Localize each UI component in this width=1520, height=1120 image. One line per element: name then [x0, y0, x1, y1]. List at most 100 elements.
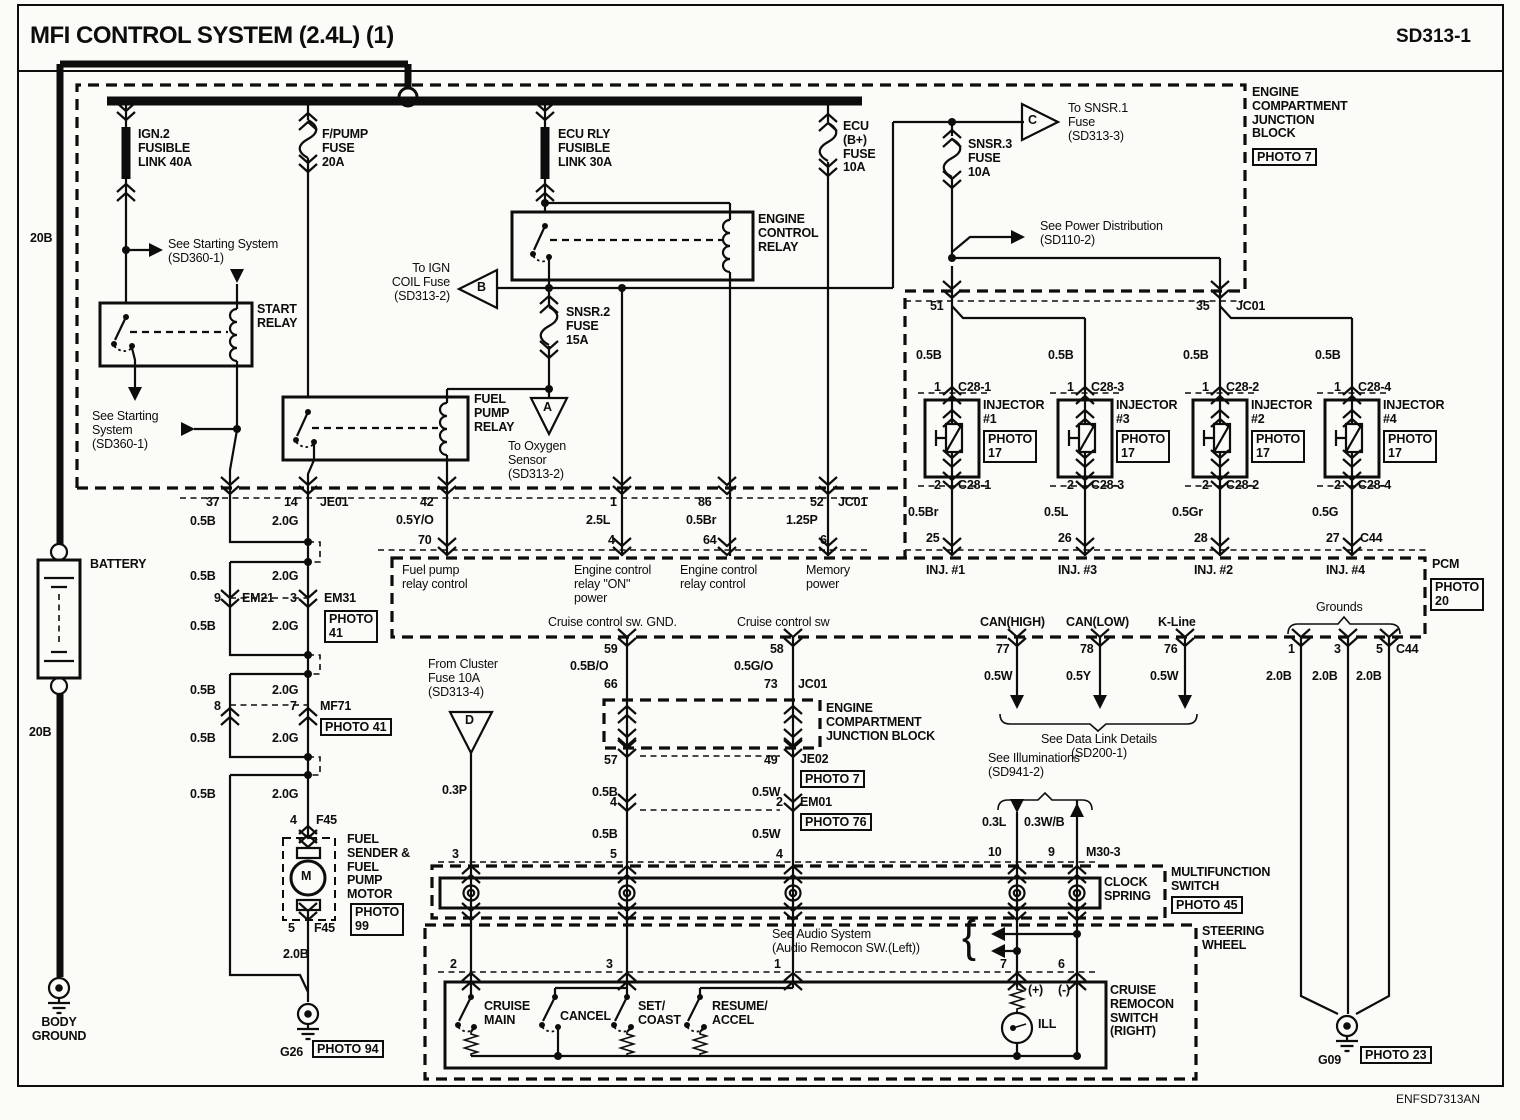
pin-label: 2	[1202, 478, 1209, 492]
photo94-badge: PHOTO 94	[312, 1040, 384, 1059]
photo17-badge: PHOTO 17	[1116, 430, 1171, 463]
pin-label: 2	[450, 957, 457, 971]
pin-label: 1	[1202, 380, 1209, 394]
clock-spring	[438, 864, 1102, 922]
lamp-icon	[1000, 1011, 1034, 1045]
engine-control-relay-label: ENGINE CONTROL RELAY	[758, 212, 819, 254]
pin-label: 2	[776, 795, 783, 809]
conn-m30-3: M30-3	[1086, 845, 1121, 859]
polarity-minus: (-)	[1058, 983, 1070, 997]
wire-label: 0.5Gr	[1172, 505, 1203, 519]
see-audio-ref: See Audio System (Audio Remocon SW.(Left…	[772, 927, 920, 955]
see-data-link-ref: See Data Link Details (SD200-1)	[1040, 732, 1157, 760]
pin-label: 27	[1326, 531, 1340, 545]
pin-label: 4	[610, 795, 617, 809]
pcm-k-line: K-Line	[1158, 615, 1196, 629]
pin-label: 1	[1288, 642, 1295, 656]
conn-em31: EM31	[324, 591, 356, 605]
fuel-sender-label: FUEL SENDER & FUEL PUMP MOTOR	[347, 832, 410, 901]
overbrace	[1287, 615, 1401, 635]
conn-c44: C44	[1360, 531, 1383, 545]
conn-label: C28-2	[1226, 380, 1260, 394]
pcm-lower-pins	[616, 615, 1401, 1053]
photo99-badge: PHOTO 99	[350, 903, 405, 936]
conn-em01: EM01	[800, 795, 832, 809]
photo41-badge: PHOTO 41	[324, 610, 379, 643]
pin-label: 8	[214, 699, 221, 713]
snsr3-fuse-label: SNSR.3 FUSE 10A	[968, 137, 1012, 179]
conn-em21: EM21	[242, 591, 274, 605]
switch-label-set-coast: SET/ COAST	[638, 999, 681, 1027]
pin-label: 5	[610, 847, 617, 861]
injector-icon	[1077, 422, 1097, 454]
conn-label: C28-2	[1226, 478, 1260, 492]
clock-spring-label: CLOCK SPRING	[1104, 875, 1151, 903]
wire-label: 0.3L	[982, 815, 1007, 829]
pin-label: 28	[1194, 531, 1208, 545]
wire-label: 0.5B	[1183, 348, 1209, 362]
wire-label: 0.5B	[190, 569, 216, 583]
wire-label: 2.0G	[272, 731, 299, 745]
injector-name: INJECTOR #2	[1251, 398, 1313, 426]
photo23-badge: PHOTO 23	[1360, 1046, 1432, 1065]
pin-label: 78	[1080, 642, 1094, 656]
conn-label: C28-3	[1091, 478, 1125, 492]
triangle-d-letter: D	[465, 713, 474, 727]
wire-20b-label: 20B	[29, 725, 52, 739]
pin-label: 64	[703, 533, 717, 547]
pin-label: 4	[776, 847, 783, 861]
multifunction-label: MULTIFUNCTION SWITCH	[1171, 865, 1271, 893]
wire-label: 2.0B	[1356, 669, 1382, 683]
pcm-fn1: Fuel pump relay control	[402, 563, 468, 591]
pin-label: 2	[1334, 478, 1341, 492]
to-oxygen-ref: To Oxygen Sensor (SD313-2)	[508, 439, 566, 481]
pin-label: 3	[1334, 642, 1341, 656]
pin-label: 73	[764, 677, 778, 691]
wire-label: 0.5G	[1312, 505, 1339, 519]
injector-icon	[1344, 422, 1364, 454]
underbrace	[999, 713, 1198, 733]
pin-label: 3	[290, 591, 297, 605]
ecu-b-fuse-label: ECU (B+) FUSE 10A	[843, 119, 876, 175]
wire-label: 0.5B	[916, 348, 942, 362]
triangle-b-letter: B	[477, 280, 486, 294]
audio-brace: {	[962, 911, 977, 962]
cruise-remocon-switch	[443, 971, 1108, 1070]
wire-label: 2.0B	[1266, 669, 1292, 683]
wire-label: 0.5Y/O	[396, 513, 434, 527]
photo17-badge: PHOTO 17	[983, 430, 1038, 463]
see-power-dist-ref: See Power Distribution (SD110-2)	[1040, 219, 1163, 247]
conn-jc01: JC01	[798, 677, 828, 691]
wire-label: 0.5B	[190, 619, 216, 633]
connector-triangle-d	[448, 710, 494, 756]
photo7-badge: PHOTO 7	[1252, 148, 1317, 167]
pcm-cruise-gnd: Cruise control sw. GND.	[548, 615, 677, 629]
conn-label: C28-1	[958, 380, 992, 394]
pin-label: 7	[1000, 957, 1007, 971]
connector-triangle-c	[1020, 102, 1061, 142]
injector-name: INJECTOR #1	[983, 398, 1045, 426]
injector-4	[1323, 385, 1381, 557]
pin-label: 77	[996, 642, 1010, 656]
from-cluster-ref: From Cluster Fuse 10A (SD313-4)	[428, 657, 498, 699]
pin-label: 58	[770, 642, 784, 656]
conn-je02: JE02	[800, 752, 829, 766]
pin-label: 42	[420, 495, 434, 509]
pin-label: 3	[452, 847, 459, 861]
switch-label-cruise-main: CRUISE MAIN	[484, 999, 531, 1027]
ecjb-top-label: ENGINE COMPARTMENT JUNCTION BLOCK	[1252, 85, 1348, 141]
pin-label: 10	[988, 845, 1002, 859]
to-ign-coil-ref: To IGN COIL Fuse (SD313-2)	[391, 261, 450, 303]
wire-label: 2.0G	[272, 569, 299, 583]
pin-label: 59	[604, 642, 618, 656]
photo20-badge: PHOTO 20	[1430, 578, 1485, 611]
photo41-badge: PHOTO 41	[320, 718, 392, 737]
pcm-inj-label: INJ. #4	[1326, 563, 1365, 577]
page-title: MFI CONTROL SYSTEM (2.4L) (1)	[30, 22, 394, 49]
pcm-label: PCM	[1432, 557, 1460, 571]
pin-label: 1	[934, 380, 941, 394]
see-starting-ref-1: See Starting System (SD360-1)	[168, 237, 279, 265]
conn-c44: C44	[1396, 642, 1419, 656]
body-ground-label: BODY GROUND	[31, 1015, 87, 1043]
